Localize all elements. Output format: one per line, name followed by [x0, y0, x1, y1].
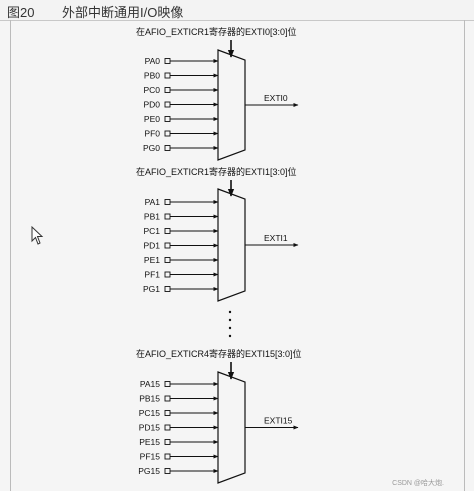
pin-terminal — [164, 130, 171, 137]
pin-label: PD0 — [143, 100, 160, 110]
multiplexer — [217, 188, 246, 302]
pin-label: PF15 — [140, 452, 161, 462]
pin-terminal — [164, 453, 171, 460]
pin-terminal — [164, 381, 171, 387]
pin-label: PA0 — [145, 56, 161, 66]
pin-terminal — [164, 439, 171, 445]
watermark: CSDN @哈大炮. — [392, 480, 444, 487]
pin-label: PG0 — [143, 143, 160, 153]
pin-terminal — [164, 72, 171, 79]
output-label: EXTI15 — [264, 416, 293, 426]
pin-terminal — [164, 468, 171, 474]
pin-label: PB15 — [139, 394, 160, 404]
pin-terminal — [164, 213, 171, 220]
pin-terminal — [164, 410, 171, 416]
pin-label: PG15 — [138, 466, 160, 476]
pin-label: PC0 — [143, 85, 160, 95]
pin-terminal — [164, 87, 171, 93]
pin-terminal — [164, 242, 171, 249]
pin-label: PD1 — [143, 241, 160, 251]
pin-label: PE1 — [144, 255, 160, 265]
mouse-pointer-icon — [31, 226, 44, 245]
output-label: EXTI1 — [264, 233, 288, 243]
multiplexer — [217, 371, 246, 484]
pin-label: PF0 — [144, 129, 160, 139]
pin-terminal — [164, 116, 171, 122]
frame-right-border — [464, 20, 465, 491]
pin-label: PE15 — [139, 437, 160, 447]
continuation-dot — [228, 318, 232, 322]
pin-label: PC15 — [139, 408, 161, 418]
pin-label: PF1 — [144, 270, 160, 280]
pin-terminal — [164, 228, 171, 234]
register-label: 在AFIO_EXTICR4寄存器的EXTI15[3:0]位 — [136, 348, 302, 359]
output-label: EXTI0 — [264, 93, 288, 103]
pin-terminal — [164, 424, 171, 431]
continuation-dots — [228, 310, 232, 338]
pin-label: PE0 — [144, 114, 160, 124]
figure-title: 外部中断通用I/O映像 — [62, 5, 184, 20]
mux-group: 在AFIO_EXTICR1寄存器的EXTI0[3:0]位 PA0PB0PC0PD0… — [136, 26, 299, 161]
figure-header: 图20 外部中断通用I/O映像 — [0, 0, 474, 21]
pin-label: PB1 — [144, 212, 160, 222]
pin-label: PD15 — [139, 423, 161, 433]
continuation-dot — [228, 326, 232, 330]
mux-group: 在AFIO_EXTICR4寄存器的EXTI15[3:0]位 PA15PB15PC1… — [136, 348, 302, 484]
pin-label: PA1 — [145, 197, 161, 207]
pin-label: PA15 — [140, 379, 160, 389]
register-label: 在AFIO_EXTICR1寄存器的EXTI0[3:0]位 — [136, 26, 297, 37]
register-label: 在AFIO_EXTICR1寄存器的EXTI1[3:0]位 — [136, 166, 297, 177]
pin-terminal — [164, 257, 171, 263]
pin-terminal — [164, 199, 171, 205]
continuation-dot — [228, 334, 232, 338]
pin-terminal — [164, 145, 171, 151]
pin-terminal — [164, 271, 171, 278]
pin-label: PC1 — [143, 226, 160, 236]
pin-terminal — [164, 58, 171, 64]
pin-terminal — [164, 101, 171, 108]
pin-terminal — [164, 395, 171, 402]
pin-label: PB0 — [144, 71, 160, 81]
continuation-dot — [228, 310, 232, 314]
frame-left-border — [10, 20, 11, 491]
pin-label: PG1 — [143, 284, 160, 294]
mux-group: 在AFIO_EXTICR1寄存器的EXTI1[3:0]位 PA1PB1PC1PD1… — [136, 166, 299, 302]
multiplexer — [217, 49, 246, 161]
figure-number: 图20 — [7, 5, 35, 20]
pin-terminal — [164, 286, 171, 292]
